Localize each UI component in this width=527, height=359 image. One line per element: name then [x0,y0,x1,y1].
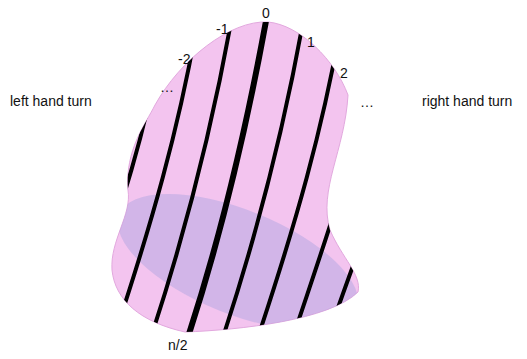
stroke-number: -1 [216,22,228,36]
ruling-line [77,49,160,337]
ruling-line [0,142,52,328]
ellipsis: … [160,80,174,94]
ruling-line [5,105,88,331]
stroke-number: n/2 [168,338,187,352]
direction-label: left hand turn [10,94,92,108]
ruling-line [149,17,232,343]
stroke-number: 0 [262,6,270,20]
inner-opening [100,166,376,358]
ruling-line [329,74,412,334]
stroke-number: 2 [340,66,348,80]
ruling-line [41,74,124,334]
direction-label: right hand turn [422,94,512,108]
ruling-line [221,17,304,343]
ruling-line [293,49,376,337]
ruling-lines [0,10,520,346]
ruling-line [401,142,484,328]
ruling-line [257,30,340,340]
ruling-line [113,30,196,340]
ruling-line [437,185,520,325]
ellipsis: … [360,95,374,109]
ruling-line [365,105,448,331]
stroke-number: -2 [178,52,190,66]
stroke-number: 1 [307,35,315,49]
ruling-line [185,10,268,346]
